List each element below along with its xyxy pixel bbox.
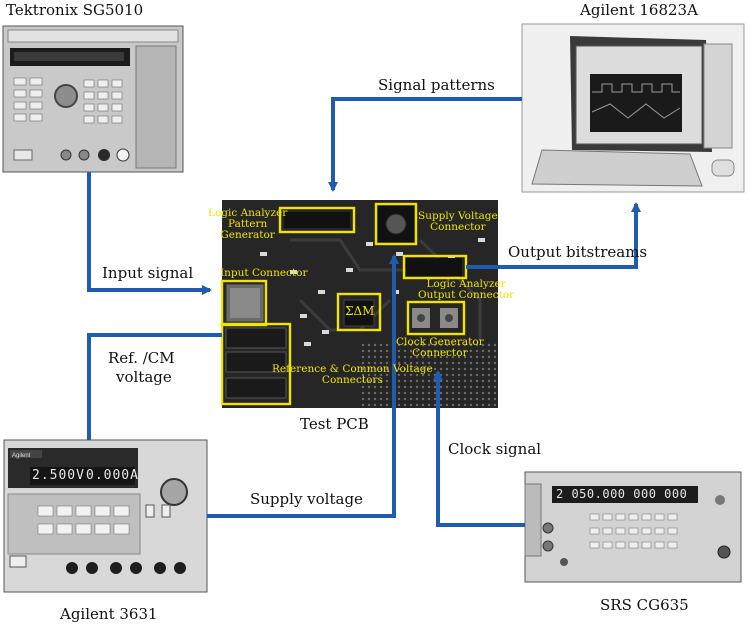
- reference-connectors-annotation: Reference & Common Voltage Connectors: [272, 364, 433, 386]
- agilent-16823a-label: Agilent 16823A: [580, 1, 698, 19]
- clock-connector-annotation: Clock Generator Connector: [396, 337, 484, 359]
- supply-current-display: 0.000A: [86, 468, 139, 483]
- output-bitstreams-label: Output bitstreams: [508, 243, 648, 261]
- signal-patterns-label: Signal patterns: [378, 76, 495, 94]
- pattern-generator-annotation: Logic Analyzer Pattern Generator: [208, 208, 287, 241]
- output-connector-line1: Logic Analyzer: [426, 278, 506, 290]
- supply-voltage-label: Supply voltage: [250, 490, 363, 508]
- supply-voltage-arrow: [207, 254, 399, 518]
- clock-connector-line2: Connector: [412, 347, 468, 359]
- supply-connector-highlight: [374, 202, 418, 246]
- agilent-16823a-instrument: [521, 23, 745, 193]
- clock-connector-highlight: [406, 300, 466, 336]
- input-connector-annotation: Input Connector: [220, 267, 308, 279]
- pattern-generator-line1: Logic Analyzer: [208, 207, 288, 219]
- sigma-delta-highlight: [336, 292, 382, 332]
- agilent-3631-instrument: Agilent: [3, 439, 208, 593]
- tektronix-sg5010-instrument: [2, 25, 184, 173]
- signal-patterns-arrow: [328, 97, 522, 192]
- sigma-delta-modulator-annotation: ΣΔM: [345, 304, 375, 318]
- ref-cm-label-line1: Ref. /CM: [108, 349, 175, 367]
- pattern-generator-highlight: [278, 206, 356, 234]
- supply-connector-line1: Supply Voltage: [418, 210, 498, 222]
- ref-cm-label-line2: voltage: [116, 368, 172, 386]
- agilent-3631-label: Agilent 3631: [60, 605, 158, 623]
- test-pcb-caption: Test PCB: [300, 415, 369, 433]
- srs-cg635-instrument: [524, 471, 742, 583]
- pattern-generator-line3: Generator: [220, 229, 275, 241]
- pattern-generator-line2: Pattern: [227, 218, 268, 230]
- reference-connectors-highlight: [220, 322, 292, 406]
- output-connector-line2: Output Connector: [418, 289, 515, 301]
- supply-voltage-display: 2.500V: [32, 468, 85, 483]
- clock-frequency-display: 2 050.000 000 000: [556, 487, 688, 501]
- ref-cm-voltage-line: [87, 333, 222, 440]
- clock-connector-line1: Clock Generator: [396, 336, 484, 348]
- input-signal-arrow: [87, 172, 212, 295]
- output-connector-annotation: Logic Analyzer Output Connector: [418, 279, 514, 301]
- input-signal-label: Input signal: [102, 264, 194, 282]
- reference-connectors-line1: Reference & Common Voltage: [272, 363, 433, 375]
- svg-text:Agilent: Agilent: [12, 453, 31, 459]
- supply-connector-line2: Connector: [430, 221, 486, 233]
- test-pcb-board: [222, 200, 498, 408]
- clock-signal-arrow: [433, 370, 525, 527]
- tektronix-sg5010-label: Tektronix SG5010: [6, 1, 144, 19]
- srs-cg635-label: SRS CG635: [600, 596, 689, 614]
- supply-connector-annotation: Supply Voltage Connector: [418, 211, 498, 233]
- clock-signal-label: Clock signal: [448, 440, 542, 458]
- reference-connectors-line2: Connectors: [321, 374, 383, 386]
- output-bitstreams-arrow: [466, 202, 641, 269]
